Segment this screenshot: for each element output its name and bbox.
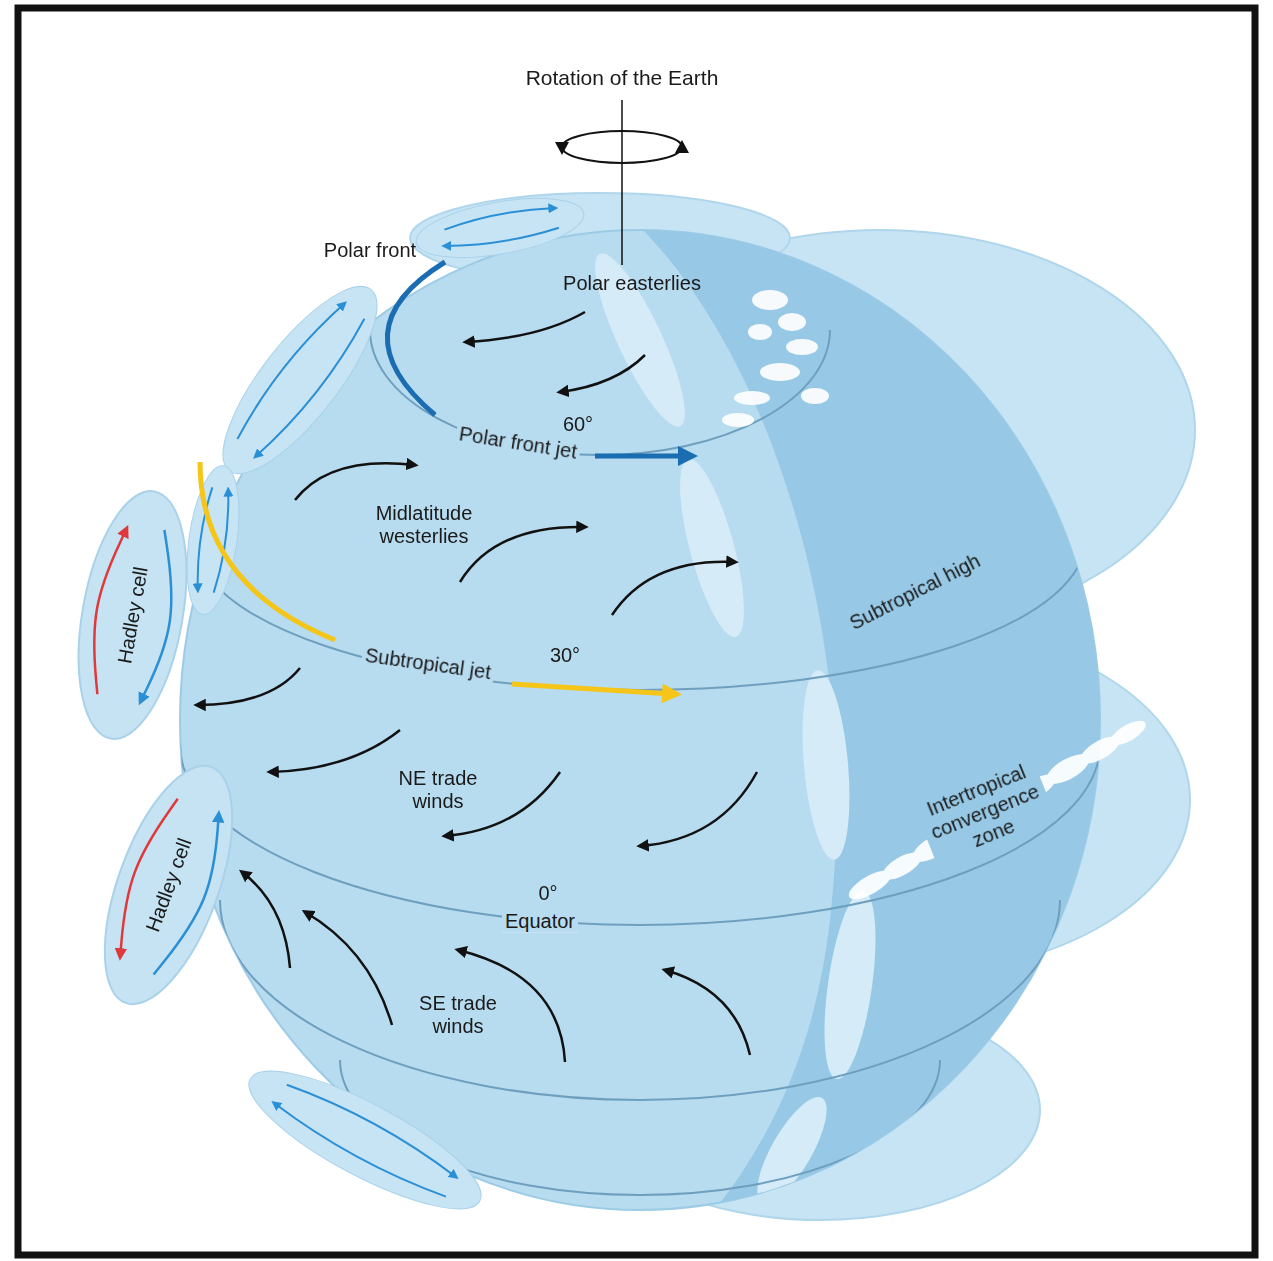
wind-label: Polar easterlies [563,272,701,295]
cell-oval [61,483,203,748]
wind-arrow [612,562,735,615]
latitude-label-box: 0° [538,882,557,905]
circulation-cells [179,188,588,1233]
wind-arrow [305,912,392,1025]
sphere-detail [180,200,1200,1240]
cell-oval [199,266,400,494]
jet-arrow [512,684,672,694]
latitude-line [370,330,830,455]
wind-arrow [242,872,290,968]
latitude-label: 0° [538,882,557,905]
wind-arrow [640,772,757,846]
wind-arrow [460,527,585,582]
wind-arrow [270,730,400,772]
cell-section [667,453,757,642]
cloud [786,339,818,355]
cell-arrow [286,1079,460,1177]
itcz-clouds [845,716,1150,905]
axis-label: Rotation of the Earth [526,66,719,90]
latitude-line [195,540,1085,690]
wind-label-box: SE trade winds [411,992,506,1038]
cell-section [815,888,885,1082]
cloud [801,388,829,404]
cell-arrow [255,318,370,462]
front-label-box: Polar front [324,239,416,262]
axis-label-box: Rotation of the Earth [526,66,719,90]
front-label: Polar front [324,239,416,262]
cloud [752,290,788,310]
wind-arrow [197,668,300,705]
upper-air-arrow [82,526,126,694]
wind-arrow [665,970,750,1055]
cell-section [796,668,856,861]
jet-line [200,462,335,640]
wind-label: Midlatitude westerlies [359,502,489,548]
wind-label-box: Midlatitude westerlies [359,502,489,548]
rotation-arrowhead [675,140,689,153]
cell-arrow [443,205,555,230]
latitude-line [180,745,1100,925]
ferrel-cell [179,462,247,617]
latitude-label: 30° [550,644,580,667]
cloud [760,363,800,381]
latitude-label-box: Equator [502,910,578,933]
rotation-arrowhead [555,142,569,155]
jet-arrow [595,454,688,459]
wind-arrow [295,463,415,500]
wind-label-box: NE trade winds [391,767,486,813]
latitude-line [220,900,1060,1100]
surface-winds [197,312,757,1062]
cell-arrow [270,1103,447,1203]
cell-oval [179,462,247,617]
cloud [748,324,772,340]
cloud [1107,716,1150,750]
latitude-label: Equator [502,910,578,933]
cell-arrow [232,298,345,439]
rotation-axis [621,100,623,265]
polar-cell [412,188,588,269]
wind-arrow [560,355,645,392]
wind-arrow [466,312,585,342]
rotation-symbol [555,100,689,265]
cloud [722,413,754,427]
latitude-label-box: 30° [550,644,580,667]
frame [18,8,1255,1255]
jet-streams [200,262,688,694]
latitude-label: 60° [563,413,593,436]
cell-oval [233,1047,496,1233]
cell-oval [412,188,588,269]
ferrel-cell [233,1047,496,1233]
shaded-band [610,200,1200,1240]
wind-label: SE trade winds [411,992,506,1038]
cell-section [745,1088,840,1212]
cloud [734,391,770,405]
wind-label: NE trade winds [391,767,486,813]
polar-cell [199,266,400,494]
polar-clouds [722,290,829,427]
rotation-ellipse [562,131,682,163]
cloud [778,313,806,331]
wind-label-box: Polar easterlies [563,272,701,295]
polar-front-line [387,262,445,415]
cell-arrow [444,226,559,252]
cell-oval [78,750,258,1020]
latitude-label-box: 60° [563,413,593,436]
